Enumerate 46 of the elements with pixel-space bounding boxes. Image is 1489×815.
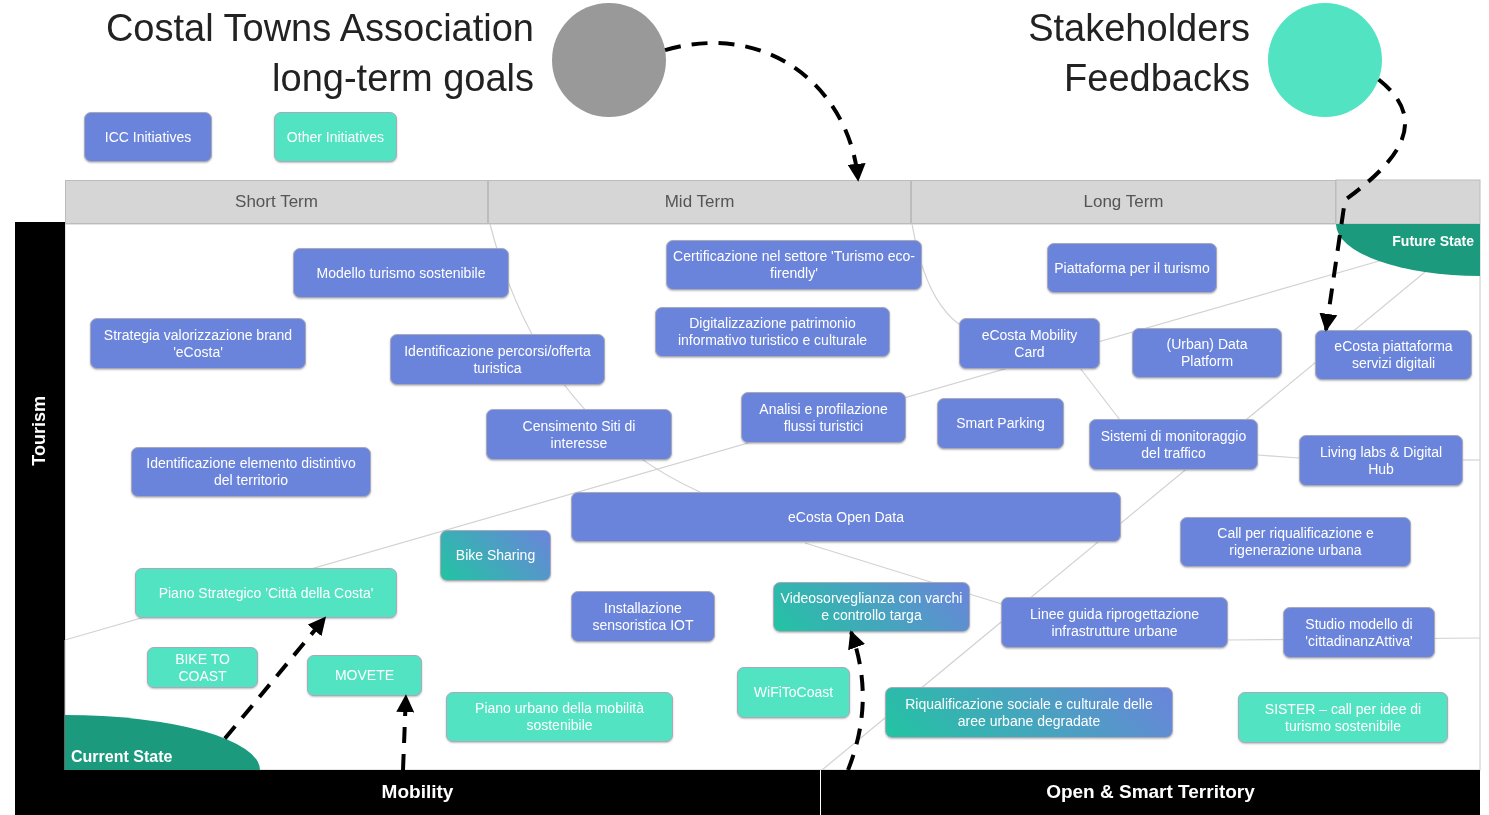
column-header: Mid Term xyxy=(488,180,911,224)
initiative-card: Modello turismo sostenibile xyxy=(293,248,509,298)
legend-label: Other Initiatives xyxy=(286,128,385,146)
initiative-card: WiFiToCoast xyxy=(737,667,850,718)
initiative-card: Call per riqualificazione e rigenerazione urbana xyxy=(1180,517,1411,567)
dashed-arrow xyxy=(396,694,415,771)
dashed-arrow xyxy=(664,41,865,182)
initiative-card: eCosta piattaforma servizi digitali xyxy=(1315,330,1472,380)
initiative-card: Living labs & Digital Hub xyxy=(1299,435,1463,486)
initiative-card: MOVETE xyxy=(307,655,422,696)
initiative-card: BIKE TO COAST xyxy=(147,647,258,688)
initiative-card: Certificazione nel settore 'Turismo eco-firendly' xyxy=(666,240,922,290)
goal-heading: Stakeholders Feedbacks xyxy=(1027,6,1250,101)
initiative-card: Identificazione elemento distintivo del territorio xyxy=(131,447,371,497)
initiative-card: Sistemi di monitoraggio del traffico xyxy=(1089,419,1258,470)
future-state-marker: Future State xyxy=(1336,224,1480,276)
initiative-card: Videosorveglianza con varchi e controllo targa xyxy=(773,582,970,632)
row-band: Mobility xyxy=(15,770,820,815)
initiative-card: Smart Parking xyxy=(937,398,1064,449)
initiative-card: Strategia valorizzazione brand 'eCosta' xyxy=(90,318,306,369)
initiative-card: Censimento Siti di interesse xyxy=(486,409,672,460)
initiative-card: Studio modello di 'cittadinanzAttiva' xyxy=(1283,607,1435,658)
dashed-arrow xyxy=(223,616,327,740)
initiative-card: Piano Strategico 'Città della Costa' xyxy=(135,568,397,618)
initiative-card: Bike Sharing xyxy=(440,530,551,581)
column-header: Short Term xyxy=(65,180,488,224)
initiative-card: (Urban) Data Platform xyxy=(1132,328,1282,378)
dashed-arrow xyxy=(1319,78,1407,332)
initiative-card: Riqualificazione sociale e culturale delle aree urbane degradate xyxy=(885,687,1173,738)
initiative-card: SISTER – call per idee di turismo sostenibile xyxy=(1238,692,1448,743)
initiative-card: Identificazione percorsi/offerta turistica xyxy=(390,334,605,385)
dashed-arrow xyxy=(846,630,865,771)
legend-label: ICC Initiatives xyxy=(104,128,192,146)
initiative-card: Analisi e profilazione flussi turistici xyxy=(741,392,906,443)
initiative-card: Piano urbano della mobilità sostenibile xyxy=(446,692,673,742)
current-state-marker: Current State xyxy=(65,715,260,770)
initiative-card: eCosta Mobility Card xyxy=(959,318,1100,369)
initiative-card: eCosta Open Data xyxy=(571,492,1121,542)
goal-heading: Costal Towns Association long-term goals xyxy=(104,6,534,101)
initiative-card: Digitalizzazione patrimonio informativo turistico e culturale xyxy=(655,307,890,357)
initiative-card: Installazione sensoristica IOT xyxy=(571,591,715,642)
row-band: Tourism xyxy=(15,222,65,640)
initiative-card: Linee guida riprogettazione infrastrutture urbane xyxy=(1001,597,1228,648)
row-band: Open & Smart Territory xyxy=(821,770,1480,815)
column-header: Long Term xyxy=(911,180,1336,224)
initiative-card: Piattaforma per il turismo xyxy=(1047,243,1217,293)
